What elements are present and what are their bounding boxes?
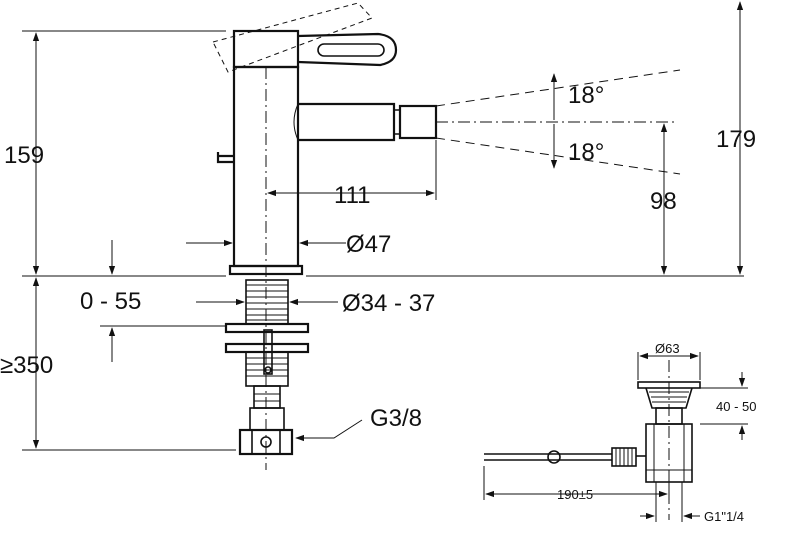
rod-length-label: 190±5 [557, 487, 593, 502]
dimension-lines [22, 1, 744, 451]
outlet-thread-label: G1"1/4 [704, 509, 744, 524]
dim-98-label: 98 [650, 188, 677, 215]
angle-up-label: 18° [568, 82, 604, 109]
flange-diameter-label: Ø63 [655, 341, 680, 356]
hose-length-label: ≥350 [0, 352, 53, 379]
waste-dimension-lines [483, 352, 748, 522]
hole-diameter-label: Ø34 - 37 [342, 290, 435, 317]
center-lines [265, 67, 681, 470]
faucet-body [212, 2, 438, 276]
deck-thickness-label: 0 - 55 [80, 288, 141, 315]
waste-height-label: 40 - 50 [716, 399, 756, 414]
dim-diameter-47-label: Ø47 [346, 231, 391, 258]
dim-159-label: 159 [4, 142, 44, 169]
dim-179-label: 179 [716, 126, 756, 153]
angle-down-label: 18° [568, 139, 604, 166]
mounting-shank [224, 279, 310, 456]
dim-111-label: 111 [334, 182, 370, 209]
connection-thread-label: G3/8 [370, 405, 422, 432]
